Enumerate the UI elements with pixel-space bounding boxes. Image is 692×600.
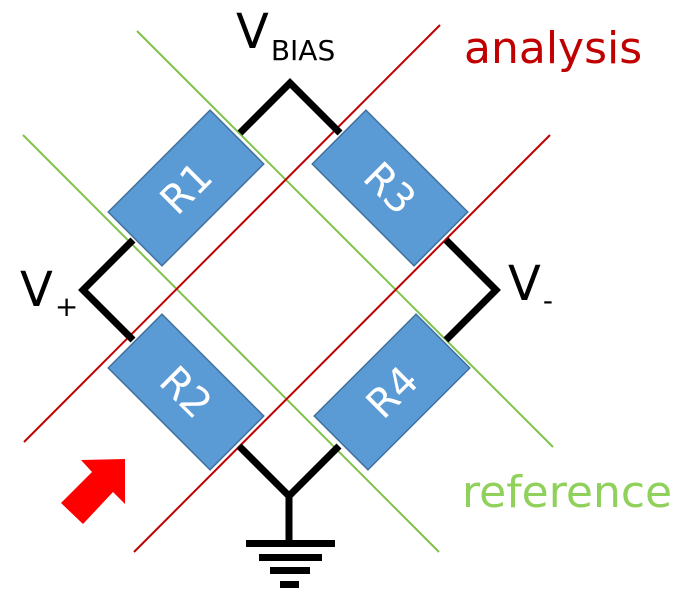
reference-line-1 [136,30,554,448]
reference-line-2 [22,134,440,553]
vminus-label: V- [508,256,553,317]
wire-bottom [236,443,342,501]
vbias-label: VBIAS [236,4,335,67]
ground-icon [246,540,335,588]
reference-label: reference [462,467,672,518]
resistor-r1[interactable]: R1 [107,109,265,267]
analysis-line-1 [23,24,441,443]
vbias-subscript: BIAS [271,34,335,67]
wire-right [443,237,501,343]
resistor-r2[interactable]: R2 [107,313,265,471]
vplus-subscript: + [55,290,78,323]
resistor-r4[interactable]: R4 [313,313,471,471]
wire-left [78,237,136,343]
vplus-label: V+ [20,262,78,323]
arrow-icon [61,459,125,524]
resistor-r3[interactable]: R3 [311,109,469,267]
vminus-subscript: - [543,284,553,317]
analysis-line-2 [133,134,551,553]
wire-top [237,78,343,136]
analysis-label: analysis [464,23,642,74]
